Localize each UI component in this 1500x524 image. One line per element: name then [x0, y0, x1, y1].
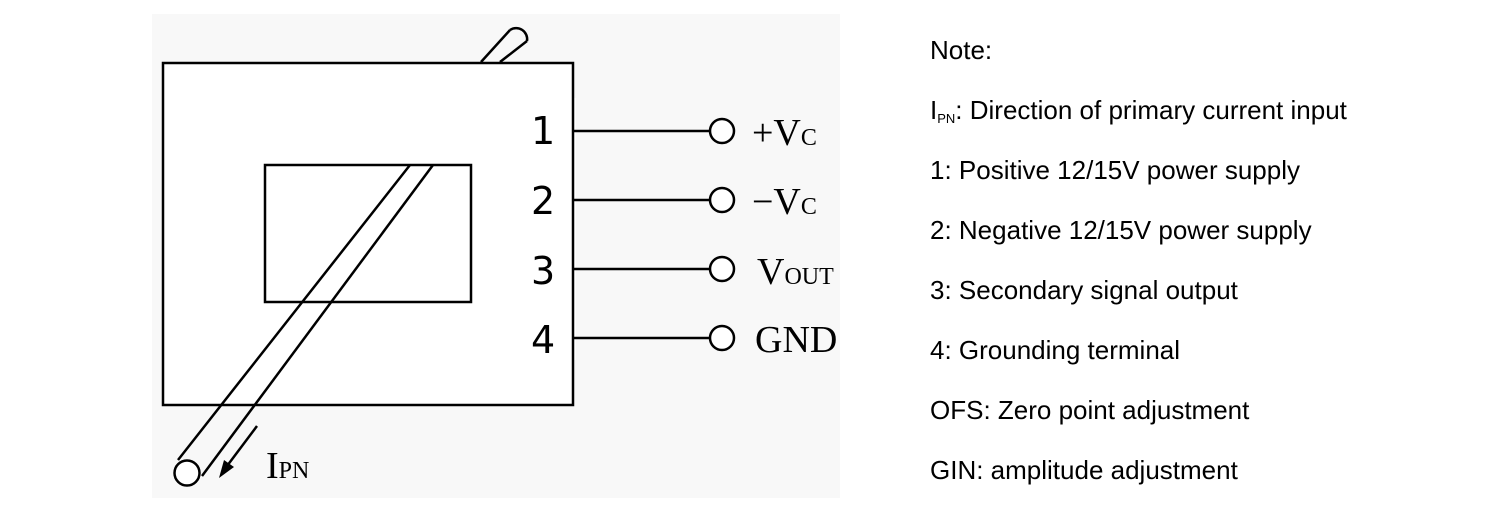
pin-1-terminal: [708, 117, 736, 145]
pin-1-number: 1: [531, 109, 555, 153]
note-ofs: OFS: Zero point adjustment: [930, 395, 1250, 425]
note-pin-4: 4: Grounding terminal: [930, 335, 1181, 365]
primary-conductor: [173, 164, 435, 487]
pin-2-label: −VC: [752, 181, 817, 223]
pin-2: 2 −VC: [531, 179, 817, 223]
conductor-end-circle: [173, 459, 201, 487]
note-gin: GIN: amplitude adjustment: [930, 455, 1238, 485]
core-window: [263, 163, 473, 304]
pin-1: 1 +VC: [531, 109, 817, 154]
pin-3-label: VOUT: [757, 251, 834, 293]
note-pin-2: 2: Negative 12/15V power supply: [930, 215, 1312, 245]
pin-4: 4 GND: [531, 318, 837, 362]
conductor-top-stub: [480, 26, 529, 63]
pin-3-number: 3: [531, 249, 555, 293]
pin-4-label: GND: [755, 319, 837, 361]
pin-2-terminal: [708, 186, 736, 214]
current-direction-arrow: [219, 425, 258, 478]
notes-panel: Note: IPN: Direction of primary current …: [930, 30, 1347, 510]
pin-3: 3 VOUT: [531, 249, 834, 293]
notes-header: Note:: [930, 35, 993, 65]
note-ipn-text: : Direction of primary current input: [955, 95, 1347, 125]
sensor-housing: [161, 61, 575, 407]
pin-3-terminal: [708, 255, 736, 283]
note-ipn-symbol: I: [930, 95, 938, 125]
pin-2-number: 2: [531, 179, 555, 223]
note-pin-3: 3: Secondary signal output: [930, 275, 1238, 305]
note-ipn: IPN: Direction of primary current input: [930, 90, 1347, 150]
pin-4-number: 4: [531, 318, 555, 362]
sensor-wiring-diagram: IPN 1 +VC 2 −VC 3 VOUT 4 GND: [161, 26, 838, 487]
pin-4-terminal: [708, 324, 736, 352]
note-ipn-subscript: PN: [937, 111, 956, 126]
note-pin-1: 1: Positive 12/15V power supply: [930, 155, 1300, 185]
current-label: IPN: [266, 445, 309, 487]
pin-1-label: +VC: [752, 112, 817, 154]
